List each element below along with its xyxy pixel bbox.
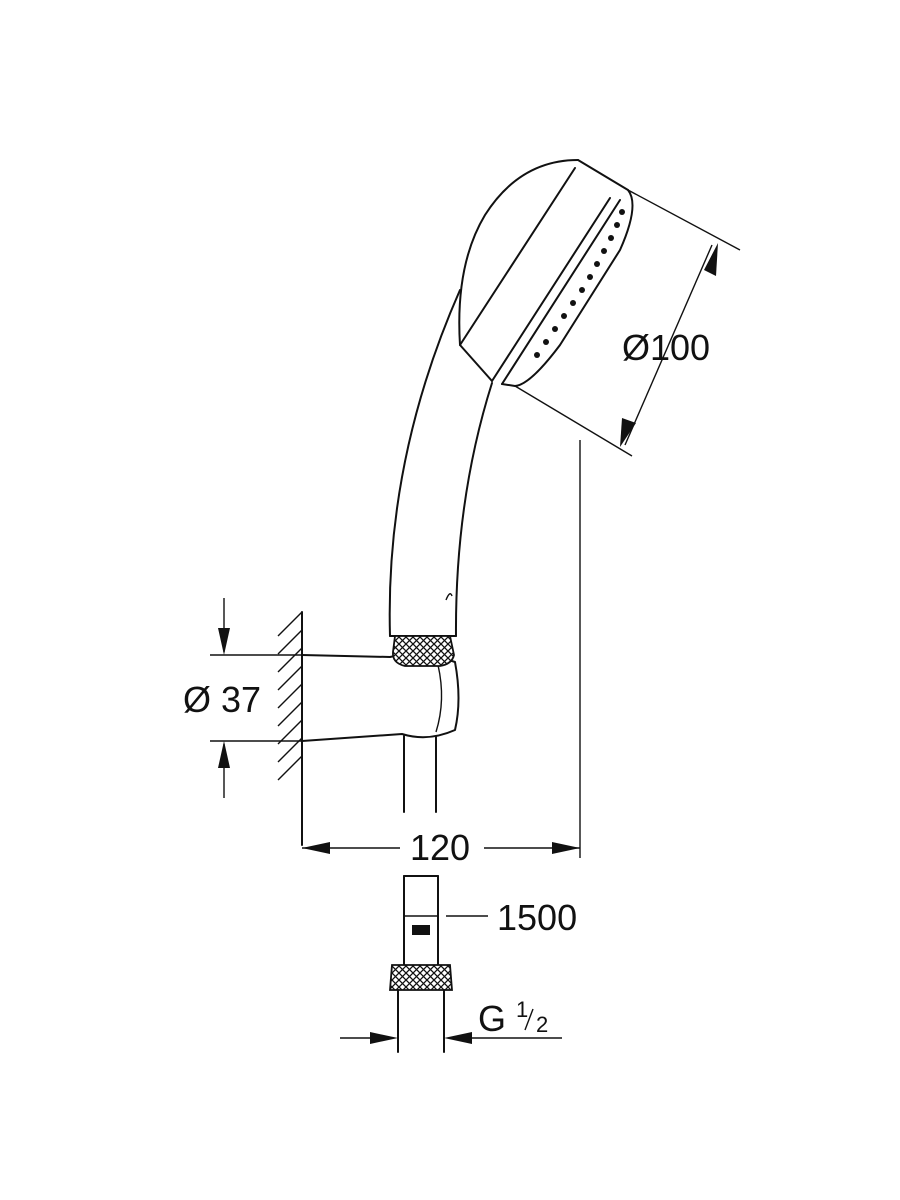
shower-handle <box>388 289 493 637</box>
holder-diameter-label: Ø 37 <box>183 679 261 720</box>
wall <box>277 611 303 846</box>
thread-label-g: G <box>478 998 506 1039</box>
hose-length-callout: 1500 <box>446 897 577 938</box>
projection-label: 120 <box>410 827 470 868</box>
hose-lower <box>389 875 453 1053</box>
hose-length-label: 1500 <box>497 897 577 938</box>
thread-dimension: G 1 2 <box>340 997 562 1044</box>
wall-holder <box>301 653 460 742</box>
hose-upper <box>403 735 437 813</box>
handle-nut <box>392 635 455 667</box>
thread-label-denominator: 2 <box>536 1012 548 1037</box>
spray-nozzles <box>534 209 625 358</box>
head-diameter-dimension: Ø100 <box>514 189 741 457</box>
thread-label-numerator: 1 <box>516 997 528 1022</box>
head-diameter-label: Ø100 <box>622 327 710 368</box>
projection-dimension: 120 <box>302 440 581 868</box>
shower-head <box>458 159 634 387</box>
holder-diameter-dimension: Ø 37 <box>183 598 302 798</box>
